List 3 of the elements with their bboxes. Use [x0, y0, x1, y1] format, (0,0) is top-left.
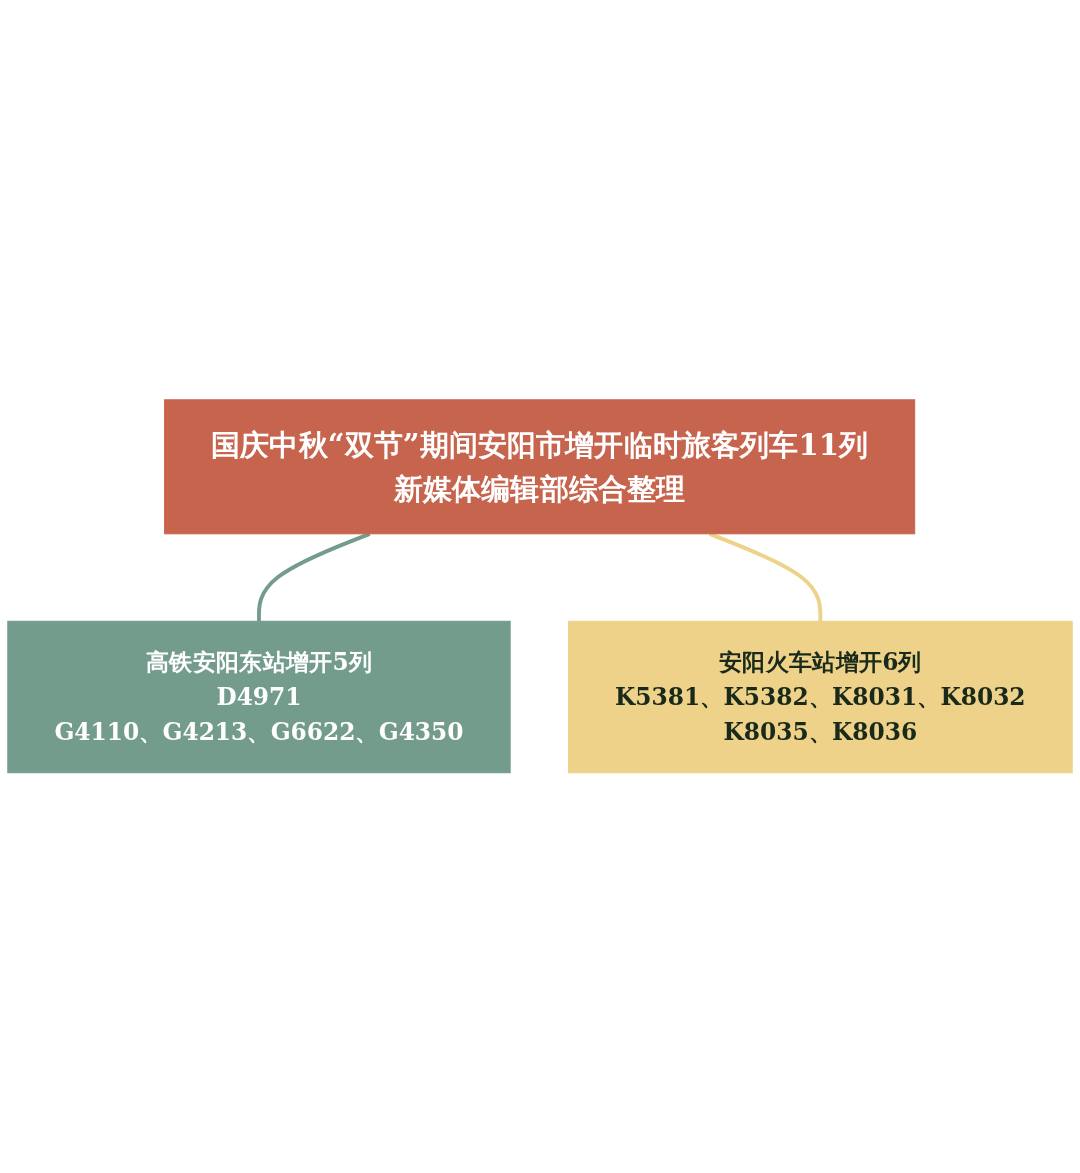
node-box: 高铁安阳东站增开5列 D4971 G4110、G4213、G6622、G4350 — [7, 620, 511, 774]
node-box: 安阳火车站增开6列 K5381、K5382、K8031、K8032 K8035、K8036 — [567, 620, 1073, 774]
node-box: 国庆中秋“双节”期间安阳市增开临时旅客列车11列 新媒体编辑部综合整理 — [164, 399, 916, 535]
